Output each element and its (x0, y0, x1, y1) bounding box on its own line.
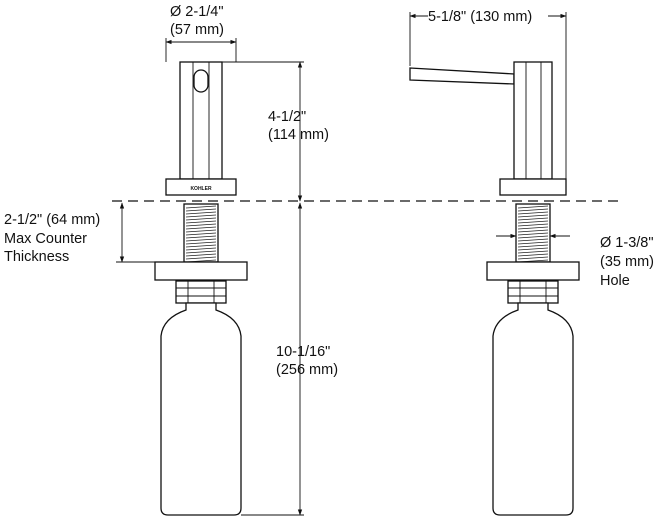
soap-bottle-side (492, 302, 574, 516)
soap-bottle-front (160, 302, 242, 516)
deck-flange-front (165, 178, 237, 196)
thread-line (185, 208, 217, 212)
deck-flange-side (499, 178, 567, 196)
mounting-nut-front (154, 261, 248, 281)
spout-height-label: 4-1/2" (268, 109, 306, 125)
thread-line (185, 214, 217, 218)
thread-line (185, 241, 217, 245)
thread-line (185, 226, 217, 230)
thread-line (517, 244, 549, 248)
pump-button (193, 69, 209, 93)
top-diameter-metric: (57 mm) (170, 22, 224, 38)
thread-line (185, 217, 217, 221)
thread-line (185, 244, 217, 248)
thread-line (517, 235, 549, 239)
dim-hole-diameter: Ø 1-3/8" (35 mm) Hole (496, 204, 654, 289)
thread-line (517, 205, 549, 209)
dim-top-diameter: Ø 2-1/4" (57 mm) (165, 4, 237, 62)
hole-diameter-metric: (35 mm) (600, 254, 654, 270)
bottle-cap-front (175, 280, 227, 304)
thread-lines (517, 205, 549, 263)
thread-line (185, 232, 217, 236)
thread-line (185, 238, 217, 242)
thread-line (185, 223, 217, 227)
thread-line (185, 250, 217, 254)
thread-line (185, 235, 217, 239)
hole-label: Hole (600, 273, 630, 289)
thread-line (517, 232, 549, 236)
thread-line (517, 217, 549, 221)
dispenser-body-side (513, 61, 553, 180)
thread-line (517, 253, 549, 257)
thread-line (185, 247, 217, 251)
spout-height-metric: (114 mm) (268, 127, 329, 143)
thread-line (517, 220, 549, 224)
dim-total-below: 10-1/16" (256 mm) (241, 202, 338, 516)
thread-line (517, 223, 549, 227)
thread-line (185, 220, 217, 224)
thread-line (517, 211, 549, 215)
brand-mark: KOHLER (190, 186, 212, 192)
spout-reach-label: 5-1/8" (130 mm) (428, 9, 532, 25)
thread-line (185, 256, 217, 260)
thread-line (517, 241, 549, 245)
thread-line (517, 214, 549, 218)
thread-line (517, 256, 549, 260)
thread-line (185, 253, 217, 257)
thread-line (517, 250, 549, 254)
thread-line (517, 247, 549, 251)
dim-spout-height: 4-1/2" (114 mm) (222, 61, 329, 202)
top-diameter-label: Ø 2-1/4" (170, 4, 224, 20)
thread-line (517, 226, 549, 230)
front-view: KOHLER (154, 61, 248, 516)
thread-line (517, 208, 549, 212)
counter-thickness-line3: Thickness (4, 249, 69, 265)
thread-line (517, 238, 549, 242)
counter-thickness-label: 2-1/2" (64 mm) (4, 212, 100, 228)
thread-line (185, 229, 217, 233)
dim-counter-thickness: 2-1/2" (64 mm) Max Counter Thickness (4, 202, 155, 265)
thread-line (185, 205, 217, 209)
hole-diameter-label: Ø 1-3/8" (600, 235, 654, 251)
dim-spout-reach: 5-1/8" (130 mm) (409, 9, 567, 179)
thread-lines (185, 205, 217, 263)
total-below-label: 10-1/16" (276, 344, 330, 360)
side-view (409, 61, 580, 516)
counter-thickness-line2: Max Counter (4, 231, 87, 247)
spout (409, 67, 515, 85)
mounting-nut-side (486, 261, 580, 281)
thread-line (185, 211, 217, 215)
total-below-metric: (256 mm) (276, 362, 338, 378)
thread-line (517, 229, 549, 233)
bottle-cap-side (507, 280, 559, 304)
